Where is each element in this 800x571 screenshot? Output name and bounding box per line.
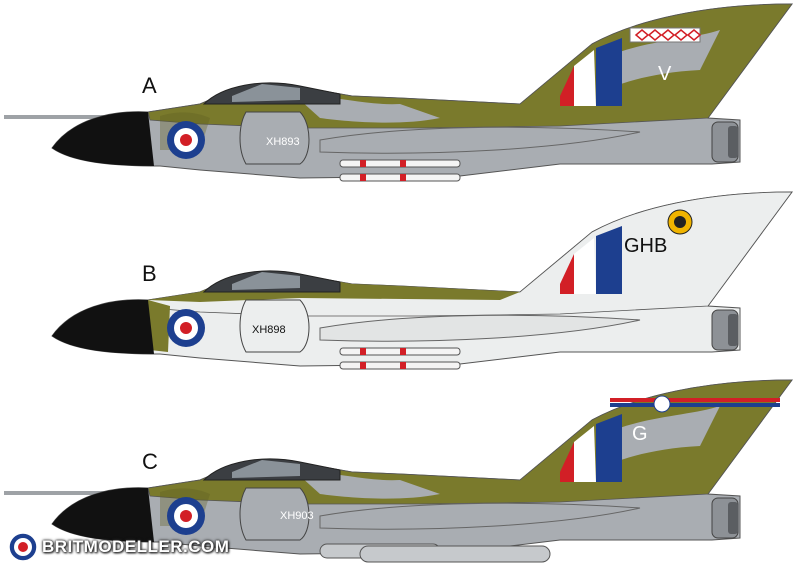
roundel-icon (8, 532, 38, 562)
fuel-tank (359, 545, 551, 563)
missile-band (400, 160, 406, 167)
roundel-red (180, 322, 192, 334)
airframe-b (51, 191, 793, 370)
missile-band (360, 160, 366, 167)
fin-flash-white (574, 426, 596, 482)
missile-band (400, 174, 406, 181)
jet-nozzle (728, 314, 738, 346)
tail-code: V (658, 63, 672, 85)
missile-band (360, 348, 366, 355)
profile-label: A (142, 73, 157, 98)
watermark: BRITMODELLER.COM (8, 532, 229, 562)
missile-band (360, 362, 366, 369)
fin-flash-red (560, 442, 574, 482)
nose-band (148, 300, 170, 352)
fin-flash-white (574, 50, 596, 106)
missile-band (400, 348, 406, 355)
roundel-red (180, 510, 192, 522)
canopy-glass (232, 84, 300, 102)
airframe-a (4, 3, 793, 182)
canopy-glass (232, 272, 300, 290)
fin-flash-blue (596, 414, 622, 482)
watermark-text: BRITMODELLER.COM (42, 537, 230, 556)
fin-stripe-blue (610, 403, 780, 407)
airframe-c (4, 379, 793, 563)
air-intake (239, 111, 310, 165)
aircraft-profile-c: XH903 G C (0, 376, 800, 566)
wing (319, 314, 641, 342)
serial-number: XH893 (266, 136, 300, 148)
aircraft-b-drawing: XH898 GHB (51, 191, 793, 370)
jet-nozzle (728, 126, 738, 158)
aircraft-c-drawing: XH903 G (4, 379, 793, 563)
wing (319, 502, 641, 530)
refuel-probe (4, 115, 154, 119)
fin-flash-white (574, 238, 596, 294)
camo-patch (600, 406, 720, 464)
fin-band (629, 27, 701, 43)
aircraft-a-drawing: XH893 V (4, 3, 793, 182)
air-intake (239, 299, 310, 353)
fin-diamond (686, 29, 702, 41)
air-intake (239, 487, 310, 541)
serial-number: XH903 (280, 510, 314, 522)
nose-cone (52, 111, 154, 166)
squadron-badge-center (674, 216, 686, 228)
wing (319, 126, 641, 154)
aircraft-profile-a: XH893 V A (0, 0, 800, 190)
jet-nozzle (728, 502, 738, 534)
fin-flash-blue (596, 38, 622, 106)
camo-patch (600, 30, 720, 88)
serial-number: XH898 (252, 324, 286, 336)
fin-badge (653, 395, 671, 413)
refuel-probe (4, 491, 154, 495)
roundel-red (180, 134, 192, 146)
aircraft-profile-b: XH898 GHB B (0, 188, 800, 378)
tail-code: G (632, 423, 648, 445)
profile-label: B (142, 261, 157, 286)
canopy-glass (232, 460, 300, 478)
profile-label: C (142, 449, 158, 474)
nose-cone (52, 299, 154, 354)
fin-flash-red (560, 66, 574, 106)
missile-band (360, 174, 366, 181)
nose-cone (52, 487, 154, 542)
tail-code: GHB (624, 235, 667, 257)
fin-flash-blue (596, 226, 622, 294)
fin-stripe-red (610, 398, 780, 402)
fin-flash-red (560, 254, 574, 294)
missile-band (400, 362, 406, 369)
